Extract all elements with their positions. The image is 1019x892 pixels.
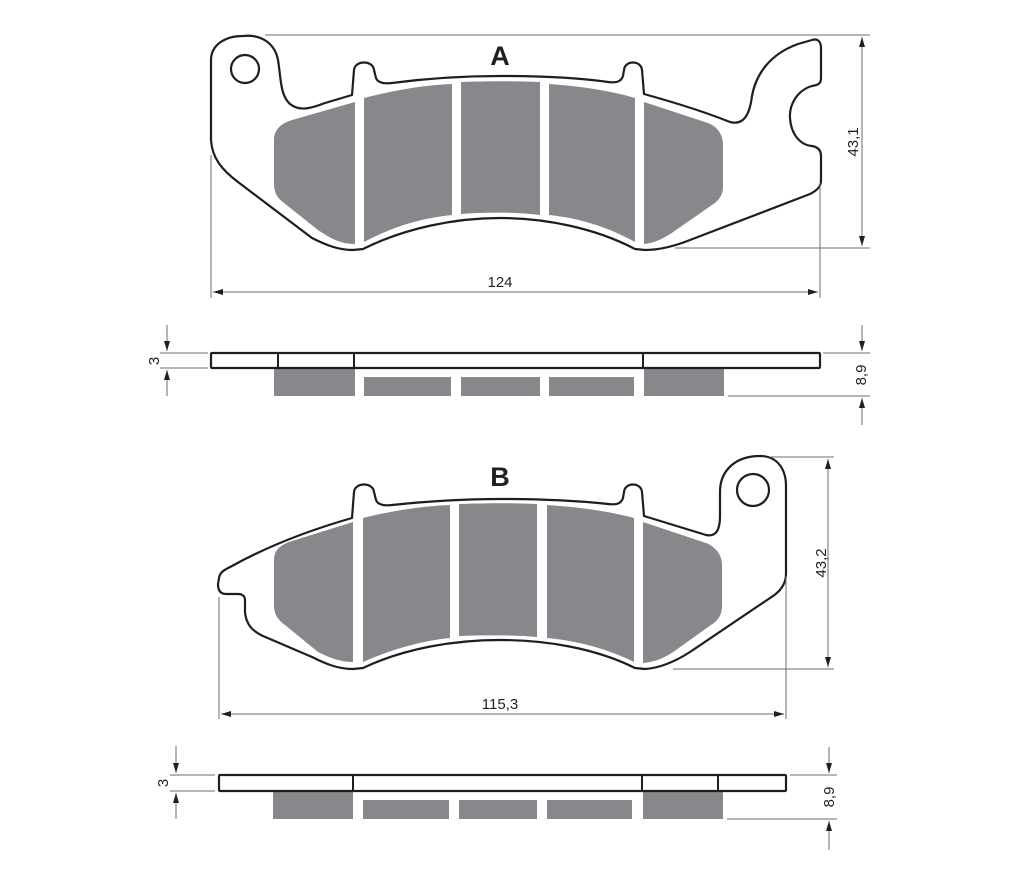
pad-b-side-backing-plate: [217, 773, 788, 793]
pad-b-friction-block-3: [459, 503, 537, 637]
pad-b-front-view: B: [216, 454, 788, 671]
pad-a-side-backing-plate: [209, 351, 822, 370]
pad-a-friction-block-4: [549, 84, 635, 242]
pad-a-dimensions: 43,1 124: [210, 34, 870, 298]
pad-a-total-thickness-dimension: 8,9: [853, 365, 870, 386]
pad-a-backing-thickness-dimension: 3: [146, 357, 163, 365]
pad-a-side-view: 3 8,9: [146, 325, 870, 425]
pad-b-height-dimension: 43,2: [813, 548, 830, 577]
pad-b-friction-block-4: [547, 505, 634, 662]
pad-a-friction-block-5: [644, 102, 723, 244]
pad-b-mounting-hole: [735, 472, 771, 508]
pad-a-friction-block-2: [364, 84, 452, 242]
pad-a-label: A: [490, 41, 510, 71]
pad-b-width-dimension: 115,3: [482, 696, 518, 713]
pad-a-height-dimension: 43,1: [845, 127, 862, 156]
pad-b-label: B: [490, 462, 510, 492]
pad-a-friction-block-3: [461, 81, 540, 215]
pad-a-width-dimension: 124: [487, 274, 512, 291]
pad-a-friction-block-1: [274, 102, 355, 244]
pad-b-friction-block-1: [274, 522, 353, 662]
pad-a-mounting-hole: [229, 53, 261, 85]
pad-b-total-thickness-dimension: 8,9: [821, 787, 838, 808]
pad-b-backing-thickness-dimension: 3: [155, 779, 172, 787]
pad-b-side-view: 3 8,9: [155, 746, 838, 850]
pad-b-dimensions: 43,2 115,3: [218, 456, 834, 719]
pad-a-front-view: A: [209, 34, 823, 252]
pad-b-friction-block-2: [363, 505, 450, 662]
pad-b-friction-block-5: [643, 522, 722, 663]
